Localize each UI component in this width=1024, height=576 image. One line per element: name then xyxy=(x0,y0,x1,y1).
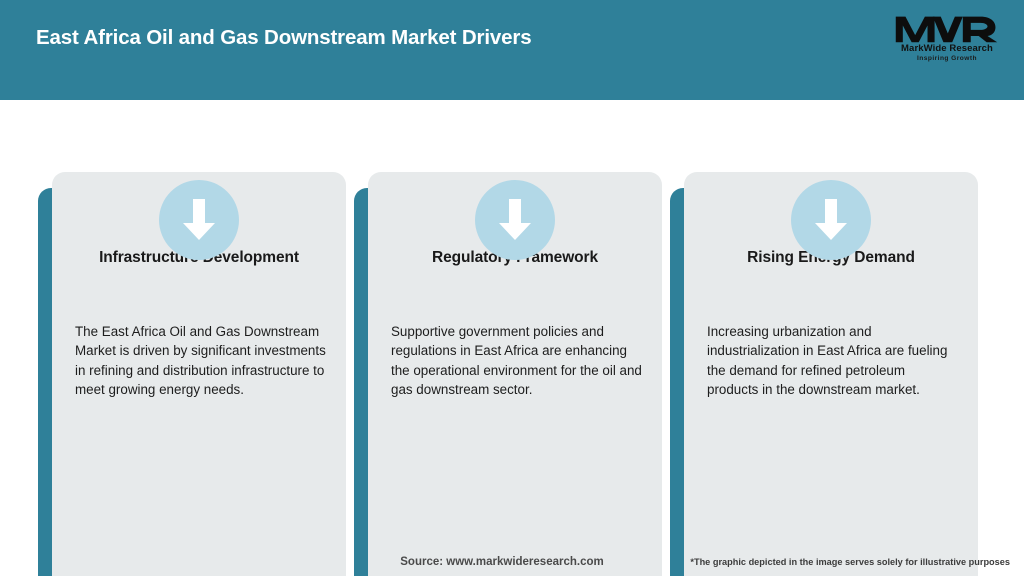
brand-logo: MarkWide Research Inspiring Growth xyxy=(886,8,1008,70)
down-arrow-icon xyxy=(159,180,239,260)
page-title: East Africa Oil and Gas Downstream Marke… xyxy=(36,26,532,49)
driver-card-3: Rising Energy Demand Increasing urbaniza… xyxy=(670,172,978,576)
mwr-logomark-icon xyxy=(895,16,998,43)
source-attribution: Source: www.markwideresearch.com xyxy=(400,556,604,568)
card-surface: Regulatory Framework Supportive governme… xyxy=(368,172,662,576)
down-arrow-icon xyxy=(791,180,871,260)
illustrative-disclaimer: *The graphic depicted in the image serve… xyxy=(690,557,1010,567)
driver-card-2: Regulatory Framework Supportive governme… xyxy=(354,172,662,576)
driver-card-1: Infrastructure Development The East Afri… xyxy=(38,172,346,576)
logo-tagline: Inspiring Growth xyxy=(917,55,977,63)
card-body-text: Supportive government policies and regul… xyxy=(391,324,642,398)
logo-company-name: MarkWide Research xyxy=(901,43,993,55)
header-bar: East Africa Oil and Gas Downstream Marke… xyxy=(0,0,1024,100)
down-arrow-icon xyxy=(475,180,555,260)
driver-cards-row: Infrastructure Development The East Afri… xyxy=(0,100,1024,576)
card-body-text: Increasing urbanization and industrializ… xyxy=(707,324,948,398)
card-body-text: The East Africa Oil and Gas Downstream M… xyxy=(75,324,326,398)
